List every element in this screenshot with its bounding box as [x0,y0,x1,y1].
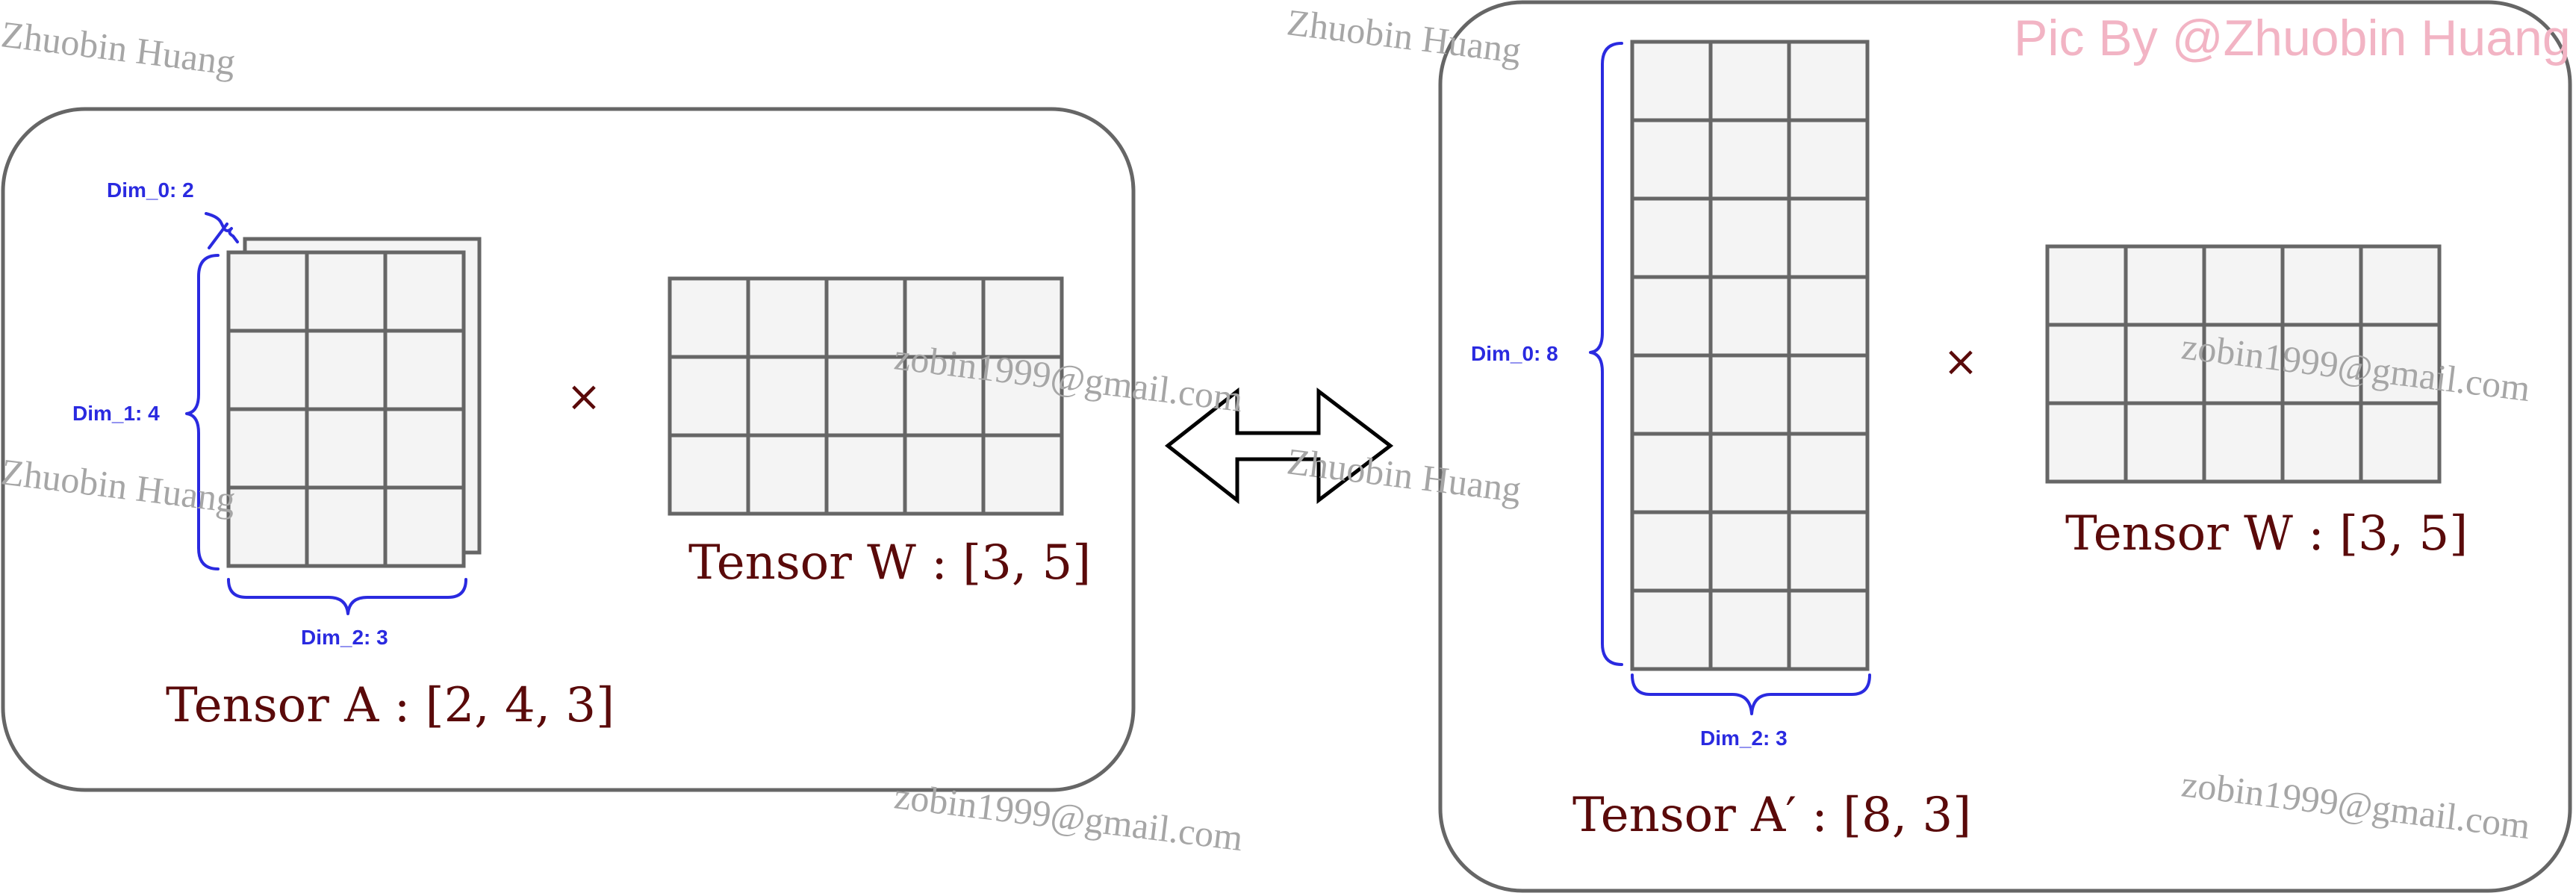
tensor-cell [1630,353,1713,436]
tensor-cell [824,433,907,516]
tensor-cell [1630,40,1713,122]
multiply-sign-left: × [567,373,602,421]
tensor-cell [1787,118,1870,201]
multiply-sign-right: × [1944,337,1979,386]
tensor-w-label: Tensor W : [3, 5] [688,535,1091,591]
tensor-cell [2045,244,2128,327]
tensor-cell [305,407,388,490]
tensor-cell [226,407,309,490]
tensor-cell [668,355,750,438]
tensor-cell [1708,353,1791,436]
tensor-cell [2280,244,2363,327]
tensor-a-reshaped-name: Tensor A′ [1572,788,1796,843]
tensor-cell [1787,40,1870,122]
tensor-cell [981,276,1064,359]
tensor-a-reshaped-shape: [8, 3] [1843,788,1971,843]
tensor-cell [824,276,907,359]
tensor-cell [1708,196,1791,279]
tensor-cell [1787,588,1870,671]
tensor-cell [1787,196,1870,279]
dim0-label: Dim_0: 2 [107,178,194,202]
tensor-a-reshaped-label: Tensor A′ : [8, 3] [1572,788,1971,843]
tensor-a-label: Tensor A : [2, 4, 3] [166,678,615,733]
tensor-a-name: Tensor A [166,678,379,733]
tensor-cell [383,329,466,411]
tensor-cell [1708,275,1791,358]
tensor-cell [1787,510,1870,593]
tensor-w-label-right: Tensor W : [3, 5] [2065,506,2468,561]
dim1-label: Dim_1: 4 [72,402,160,425]
tensor-cell [2359,401,2442,484]
tensor-w-grid-right [2045,244,2442,484]
tensor-cell [2045,401,2128,484]
tensor-cell [1787,275,1870,358]
tensor-cell [1708,40,1791,122]
tensor-cell [383,407,466,490]
tensor-cell [2124,244,2206,327]
tensor-cell [1708,510,1791,593]
right-panel-frame [1438,0,2572,893]
double-arrow-icon [1164,387,1394,505]
tensor-cell [226,329,309,411]
watermark-email: zobin1999@gmail.com [2180,762,2533,847]
tensor-cell [1630,196,1713,279]
tensor-w-shape-right: [3, 5] [2339,506,2468,561]
tensor-cell [1630,510,1713,593]
tensor-cell [903,355,986,438]
dim0-brace-tick [208,223,228,249]
tensor-cell [1630,118,1713,201]
tensor-cell [981,433,1064,516]
watermark-name: Zhuobin Huang [0,13,237,83]
tensor-cell [668,433,750,516]
dim2-label: Dim_2: 3 [301,626,388,649]
tensor-cell [2045,323,2128,405]
dim2-label-right: Dim_2: 3 [1700,727,1788,750]
dim2-brace [227,578,467,615]
dim2-brace-right [1631,673,1871,715]
tensor-cell [2280,323,2363,405]
tensor-w-name: Tensor W [688,535,916,591]
dim0-brace-right [1589,42,1623,666]
tensor-cell [668,276,750,359]
tensor-cell [305,329,388,411]
dim0-brace [205,212,239,243]
tensor-cell [2202,244,2285,327]
tensor-cell [746,276,829,359]
tensor-w-name-right: Tensor W [2065,506,2293,561]
credit-text: Pic By @Zhuobin Huang [2014,10,2571,66]
tensor-a-shape: [2, 4, 3] [426,678,615,733]
tensor-cell [903,433,986,516]
tensor-cell [383,250,466,333]
tensor-cell [1630,432,1713,514]
dim1-brace [185,254,220,570]
tensor-cell [1708,432,1791,514]
tensor-a-reshaped-grid [1630,40,1870,671]
tensor-a-grid [226,250,466,568]
tensor-w-shape: [3, 5] [962,535,1091,591]
tensor-cell [746,433,829,516]
tensor-w-grid [668,276,1064,516]
tensor-cell [1630,588,1713,671]
tensor-cell [1787,353,1870,436]
tensor-cell [1708,588,1791,671]
tensor-cell [305,250,388,333]
watermark-name: Zhuobin Huang [0,450,237,520]
dim0-label-right: Dim_0: 8 [1471,342,1558,365]
tensor-cell [2202,323,2285,405]
tensor-cell [305,485,388,568]
left-panel-frame [1,107,1136,792]
tensor-cell [2202,401,2285,484]
tensor-cell [746,355,829,438]
tensor-cell [2124,401,2206,484]
tensor-cell [226,250,309,333]
tensor-cell [1630,275,1713,358]
tensor-cell [2359,244,2442,327]
tensor-cell [383,485,466,568]
tensor-cell [1787,432,1870,514]
tensor-cell [1708,118,1791,201]
tensor-cell [226,485,309,568]
tensor-cell [2280,401,2363,484]
